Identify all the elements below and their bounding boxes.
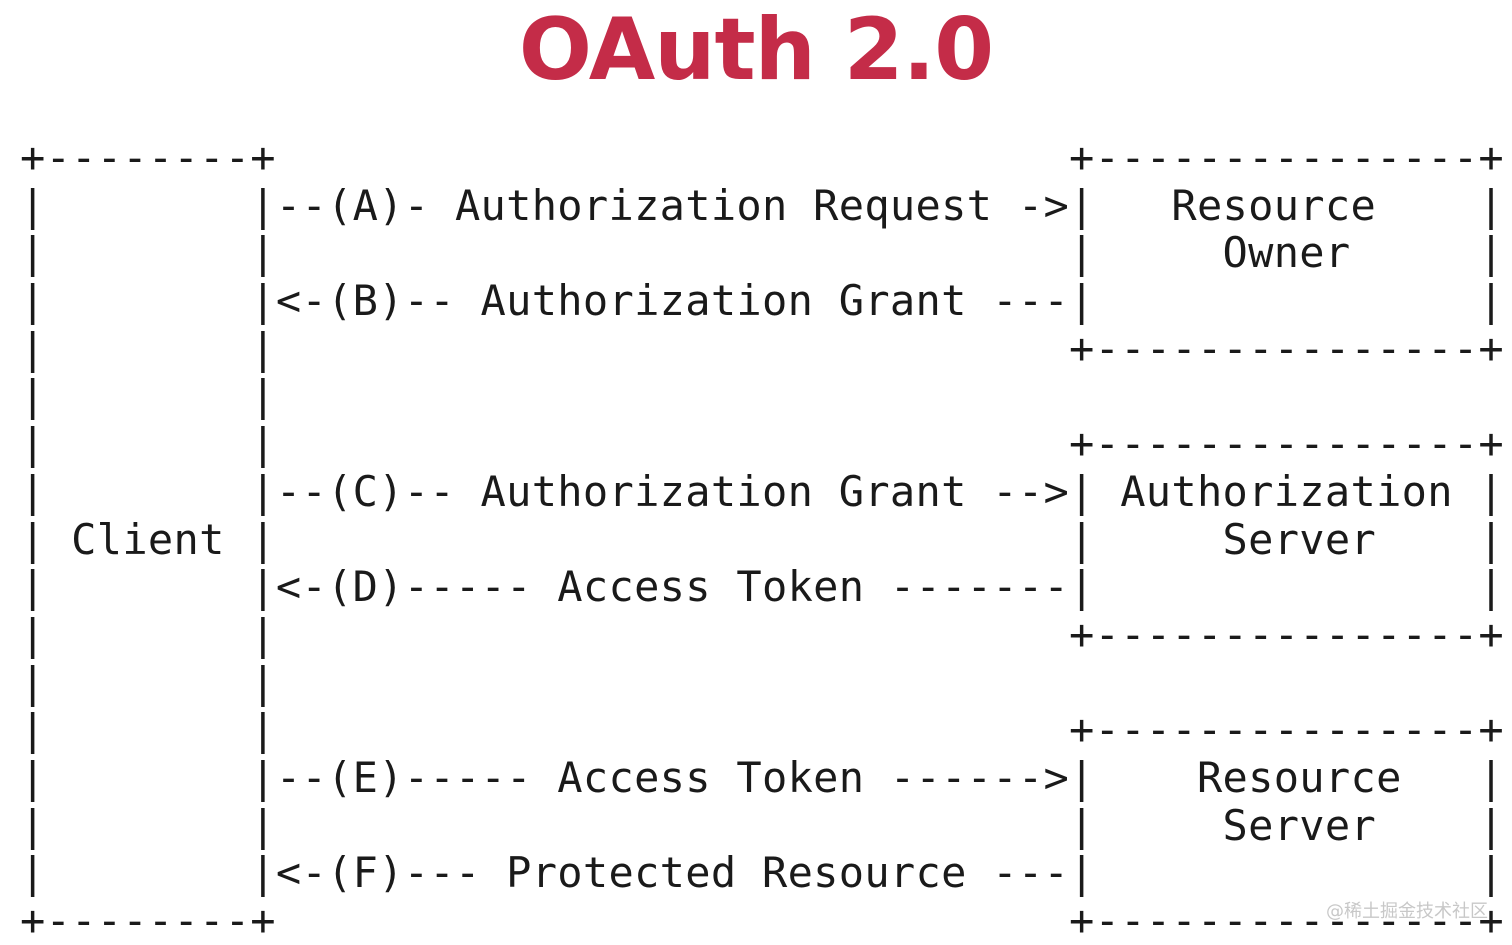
watermark-text: @稀土掘金技术社区 — [1326, 901, 1488, 922]
diagram-line-access-token-send: | |--(E)----- Access Token ------>| Reso… — [20, 752, 1504, 802]
diagram-line-authorization-server-top: | | +---------------+ — [20, 419, 1504, 469]
diagram-line-resource-server-label: | | | Server | — [20, 800, 1504, 850]
diagram-line-spacer-2: | | — [20, 657, 276, 707]
diagram-line-client-label: | Client | | Server | — [20, 514, 1504, 564]
diagram-line-bottom-borders: +--------+ +---------------+ — [20, 896, 1504, 945]
diagram-line-protected-resource-return: | |<-(F)--- Protected Resource ---| | — [20, 848, 1504, 898]
diagram-line-resource-server-top: | | +---------------+ — [20, 705, 1504, 755]
diagram-line-spacer-1: | | — [20, 371, 276, 421]
diagram-line-top-borders: +--------+ +---------------+ — [20, 133, 1504, 182]
ascii-flow-diagram: +--------+ +---------------+| |--(A)- Au… — [20, 134, 1504, 945]
diagram-line-access-token-return: | |<-(D)----- Access Token -------| | — [20, 562, 1504, 612]
diagram-line-authorization-request: | |--(A)- Authorization Request ->| Reso… — [20, 180, 1504, 230]
page-title: OAuth 2.0 — [518, 0, 994, 100]
diagram-line-authorization-grant-send: | |--(C)-- Authorization Grant -->| Auth… — [20, 466, 1504, 516]
diagram-line-authorization-grant-return: | |<-(B)-- Authorization Grant ---| | — [20, 276, 1504, 326]
diagram-line-authorization-server-bottom: | | +---------------+ — [20, 609, 1504, 659]
diagram-line-resource-owner-label: | | | Owner | — [20, 228, 1504, 278]
diagram-line-resource-owner-bottom: | | +---------------+ — [20, 323, 1504, 373]
